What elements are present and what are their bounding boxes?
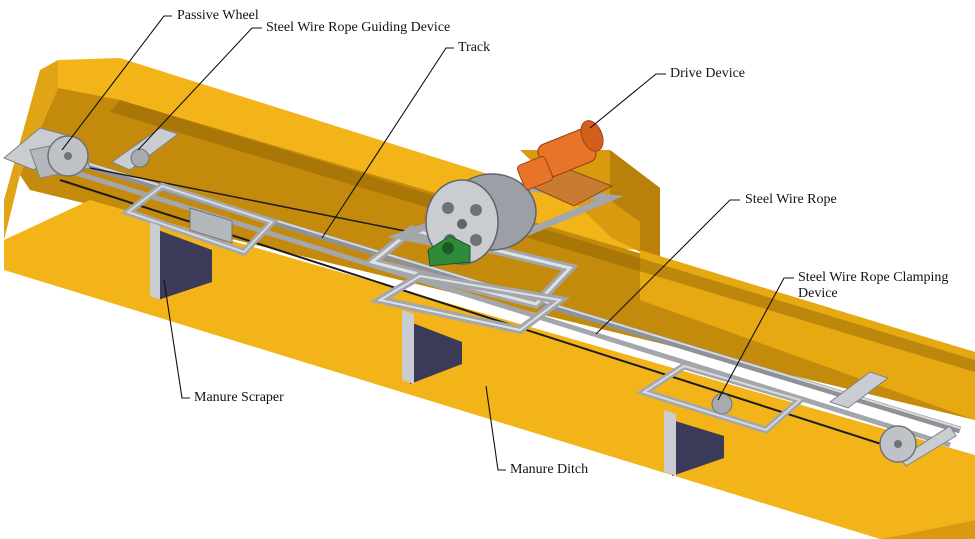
leader-manure-ditch [485,385,506,471]
drive-gearbox [516,156,554,190]
ditch-right-slab [640,250,975,420]
label-guiding-device: Steel Wire Rope Guiding Device [266,20,451,35]
right-end-arm [899,425,957,467]
leader-guiding-device [137,27,262,151]
label-manure-scraper: Manure Scraper [194,390,284,405]
rope-upper [59,161,441,239]
drive-frame-base-hi [377,274,563,332]
ditch-shadow-band [110,100,975,372]
bearing-hub [442,242,454,254]
guide-bracket [110,127,180,171]
passive-wheel-left [3,127,91,179]
label-track: Track [458,40,491,55]
right-end-bracket [828,371,890,409]
winch-flange-hole-1 [442,202,454,214]
drive-motor-endcap [580,120,604,152]
winch-flange-center [457,219,467,229]
manure-scraper-left [120,182,279,300]
winch-flange-hole-4 [470,234,482,246]
ditch-near-top [4,200,975,539]
drive-device [516,120,614,207]
right-passive-wheel-hub [894,440,902,448]
scraper-center-blade [410,322,462,384]
label-drive-device: Drive Device [670,66,746,81]
ditch-end-wall-face [610,150,660,262]
label-clamping-device: Steel Wire Rope Clamping Device [798,270,949,301]
scraper-left-clamp [189,207,233,244]
winch-flange-hole-2 [470,204,482,216]
scraper-left-frame-hi [125,184,274,254]
ditch-left-end [4,60,58,240]
guide-roller [130,148,150,168]
leader-drive-device [589,73,666,129]
label-passive-wheel: Passive Wheel [177,8,259,23]
scraper-right-plate [664,410,676,476]
scraper-center-plate [402,310,414,384]
leader-clamping-device [717,277,794,401]
leader-manure-scraper [163,279,190,399]
manure-scraper-right [635,362,808,476]
scraper-right-frame-hi [641,364,803,432]
clamp-roller-right [711,393,733,415]
label-manure-ditch: Manure Ditch [510,462,589,477]
scraper-left-blade [158,230,212,300]
passive-wheel-right [828,371,957,467]
scraper-left-blade-plate [150,222,160,300]
leader-track [321,47,454,239]
leader-lines [61,15,794,471]
left-passive-wheel-hub [64,152,72,160]
scraper-right-blade [672,420,724,476]
leader-passive-wheel [61,15,172,151]
leader-steel-wire-rope [595,199,740,335]
rope-guiding-device [110,127,180,171]
label-steel-wire-rope: Steel Wire Rope [745,192,837,207]
drive-frame [362,173,624,384]
